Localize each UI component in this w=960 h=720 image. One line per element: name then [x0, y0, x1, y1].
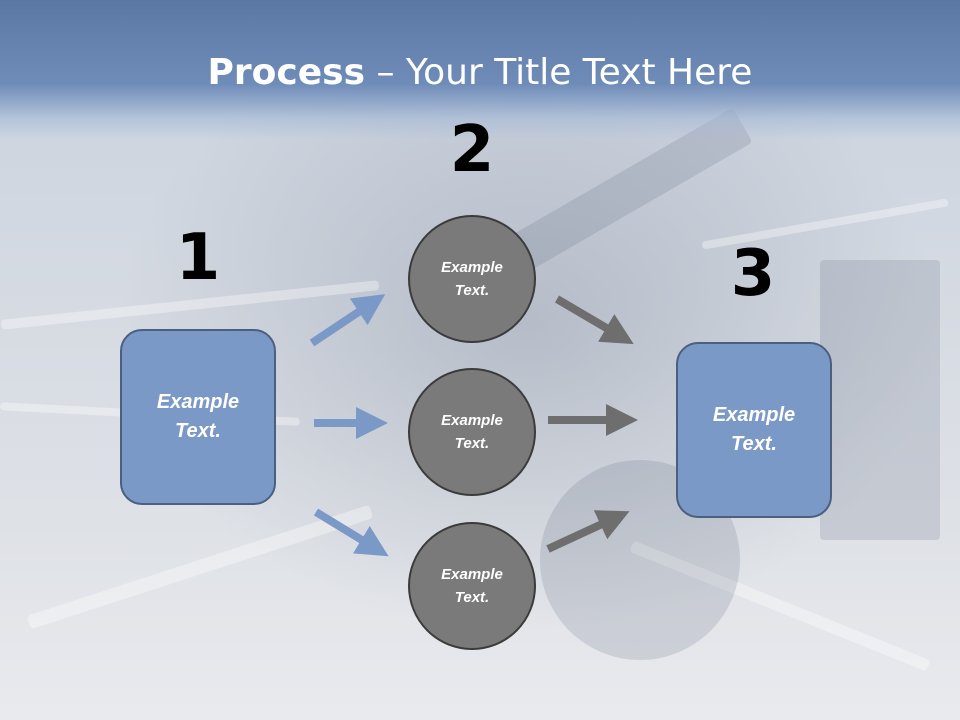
arrow-bottom-to-right [546, 510, 630, 553]
slide-title: Process – Your Title Text Here [0, 52, 960, 93]
title-band [0, 0, 960, 140]
step-1-box: Example Text. [120, 329, 276, 505]
step-number-2: 2 [449, 113, 495, 187]
step-2-circle-bottom: Example Text. [408, 522, 536, 650]
circle-bottom-text: Example Text. [441, 566, 503, 606]
title-rest: – Your Title Text Here [365, 52, 753, 93]
circle-top-text: Example Text. [441, 259, 503, 299]
step-number-1: 1 [175, 221, 221, 295]
step-1-text: Example Text. [156, 391, 240, 442]
circle-middle-text: Example Text. [441, 412, 503, 452]
step-2-circle-middle: Example Text. [408, 368, 536, 496]
arrow-left-to-top [309, 294, 386, 347]
step-3-box: Example Text. [676, 342, 832, 518]
motion-blur-shape [820, 260, 940, 540]
step-number-3: 3 [730, 237, 776, 311]
title-bold: Process [207, 52, 366, 93]
step-2-circle-top: Example Text. [408, 215, 536, 343]
arrow-top-to-right [554, 295, 634, 345]
step-3-text: Example Text. [712, 404, 796, 455]
arrow-left-to-bottom [313, 508, 389, 557]
